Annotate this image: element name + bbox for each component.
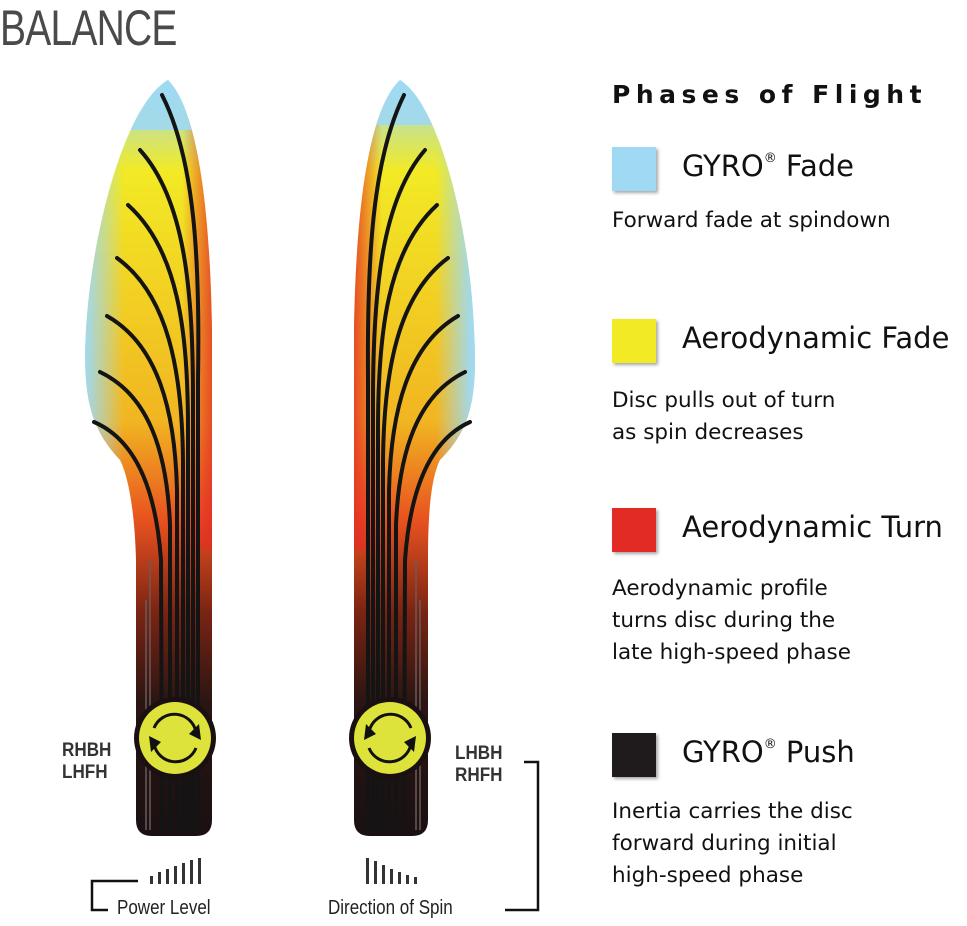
legend-heading: Phases of Flight [612, 80, 928, 109]
legend-item-name: GYRO® Fade [682, 149, 854, 183]
page-title: BALANCE [0, 0, 177, 56]
right-throw-types: LHBH RHFH [455, 743, 503, 787]
legend-item-description: Disc pulls out of turn as spin decreases [612, 388, 836, 445]
throw-type-label: RHFH [455, 765, 503, 786]
legend-item-description: Forward fade at spindown [612, 208, 891, 233]
left-flight-paths [92, 93, 201, 832]
legend-item-description: Inertia carries the disc forward during … [612, 799, 853, 888]
throw-type-label: LHFH [62, 762, 108, 783]
throw-type-label: LHBH [455, 743, 503, 764]
aerodynamic-fade-swatch [612, 319, 656, 363]
counterclockwise-spin-icon [349, 697, 431, 779]
flight-path-diagram [85, 80, 540, 912]
left-throw-types: RHBH LHFH [62, 740, 111, 784]
gyro-push-swatch [612, 733, 656, 777]
legend-item-name: GYRO® Push [682, 735, 855, 769]
throw-type-label: RHBH [62, 740, 112, 761]
direction-of-spin-bracket [505, 760, 540, 912]
right-flight-paths [365, 93, 472, 832]
aerodynamic-turn-swatch [612, 508, 656, 552]
gyro-fade-swatch [612, 147, 656, 191]
legend-item-description: Aerodynamic profile turns disc during th… [612, 576, 851, 665]
direction-of-spin-label: Direction of Spin [328, 897, 453, 919]
power-level-bars-icon [150, 858, 201, 884]
legend-item-name: Aerodynamic Fade [682, 321, 950, 355]
direction-of-spin-bars-icon [366, 858, 417, 884]
power-level-label: Power Level [117, 897, 211, 919]
clockwise-spin-icon [134, 697, 216, 779]
power-level-bracket [90, 879, 138, 912]
legend-item-name: Aerodynamic Turn [682, 510, 943, 544]
